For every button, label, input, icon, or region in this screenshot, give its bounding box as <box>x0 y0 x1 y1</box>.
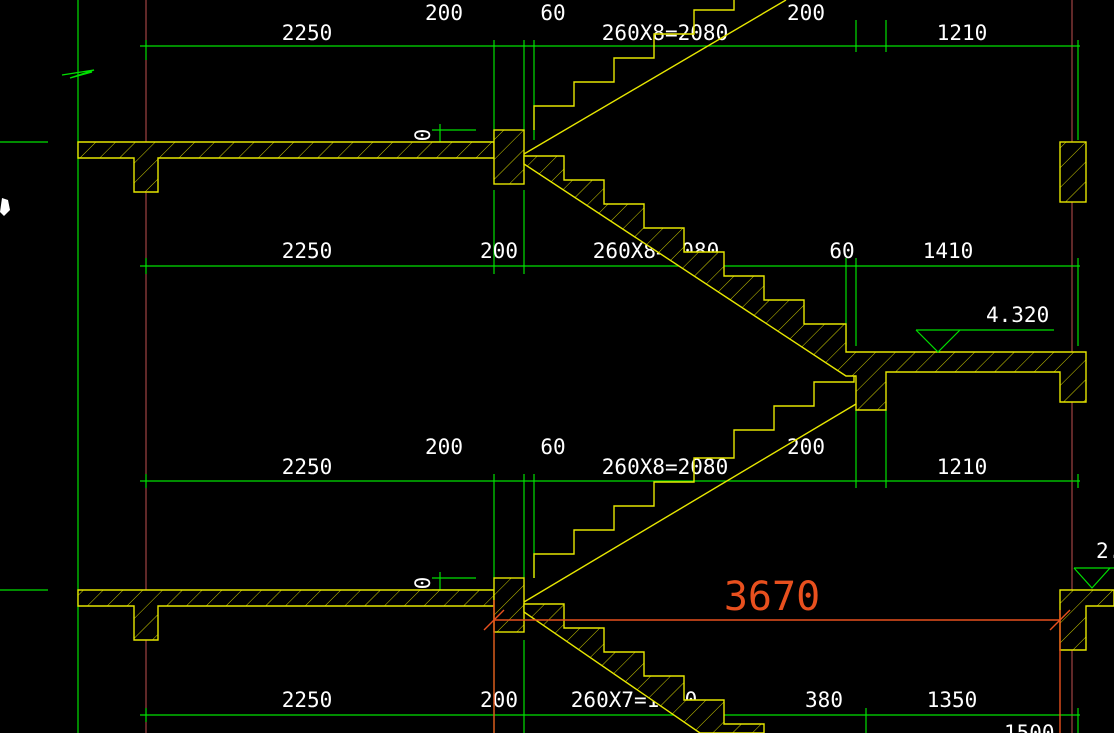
dim-60-r3: 60 <box>540 435 565 459</box>
break-line <box>61 69 95 79</box>
lower-stair-steps <box>533 376 855 578</box>
cursor-icon <box>0 198 10 216</box>
dim-1210: 1210 <box>937 21 988 45</box>
upper-stair-soffit <box>523 0 787 155</box>
dim-2250-r3: 2250 <box>282 455 333 479</box>
elevation-marker-2: 2.8 <box>1073 539 1114 589</box>
dim-2250-r4: 2250 <box>282 688 333 712</box>
dim-1410: 1410 <box>923 239 974 263</box>
dim-200-r3: 200 <box>425 435 463 459</box>
upper-landing <box>77 129 1087 203</box>
dim-60-r2: 60 <box>829 239 854 263</box>
lower-landing <box>77 577 1114 651</box>
lower-flight <box>523 603 765 733</box>
elevation-marker: 4.320 <box>915 303 1054 353</box>
dim-380: 380 <box>805 688 843 712</box>
elevation-4320: 4.320 <box>986 303 1049 327</box>
dim-200-r2: 200 <box>480 239 518 263</box>
total-span-3670: 3670 <box>724 574 820 620</box>
upper-stair-steps <box>533 0 735 130</box>
dim-200: 200 <box>425 1 463 25</box>
dim-60: 60 <box>540 1 565 25</box>
dim-200-r4: 200 <box>480 688 518 712</box>
dimension-row-2: 2250 200 260X8=2080 60 1410 <box>140 190 1080 346</box>
dim-run-r3: 260X8=2080 <box>602 455 728 479</box>
dimension-row-3: 2250 200 60 260X8=2080 200 1210 <box>140 410 1080 578</box>
total-span-dimension: 3670 <box>483 574 1071 733</box>
dim-2250-r2: 2250 <box>282 239 333 263</box>
middle-flight <box>523 155 1087 411</box>
dim-2250: 2250 <box>282 21 333 45</box>
dim-200b: 200 <box>787 1 825 25</box>
dim-200b-r3: 200 <box>787 435 825 459</box>
dim-1350: 1350 <box>927 688 978 712</box>
dim-1210-r3: 1210 <box>937 455 988 479</box>
elevation-2.8: 2.8 <box>1096 539 1114 563</box>
dim-run: 260X8=2080 <box>602 21 728 45</box>
dim-1500-cut: 1500 <box>1004 721 1055 733</box>
lower-stair-soffit <box>523 403 857 603</box>
dimension-row-1: 2250 200 60 260X8=2080 200 1210 <box>140 1 1080 140</box>
